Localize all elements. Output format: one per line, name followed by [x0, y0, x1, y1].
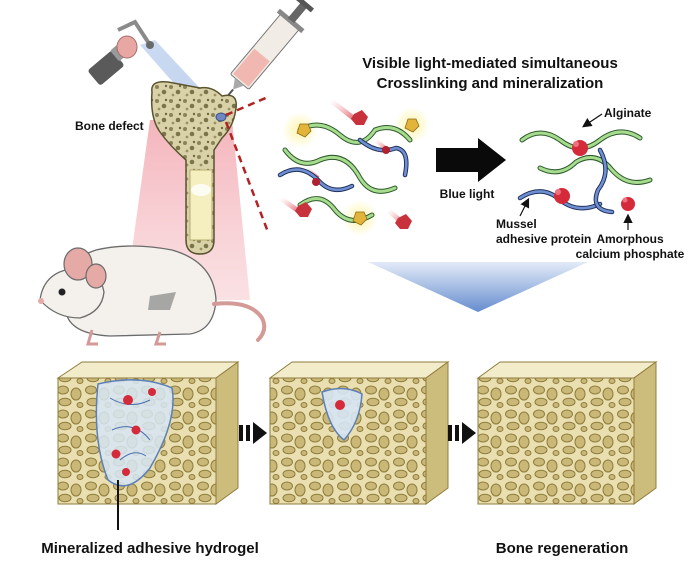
light-device: [88, 19, 154, 85]
bone-defect-spot: [215, 112, 227, 122]
blue-light-arrow: [436, 138, 506, 182]
acp-particle: [572, 140, 588, 156]
alginate-pointer: [582, 113, 603, 128]
bone-block-healing: [268, 361, 450, 505]
zoom-line-top: [225, 95, 269, 117]
mussel-pointer: [519, 197, 530, 217]
mineralized-hydrogel-label: Mineralized adhesive hydrogel: [41, 540, 259, 557]
process-cone: [368, 262, 588, 312]
hydrogel-region-small: [321, 387, 363, 442]
bone-defect-label: Bone defect: [75, 119, 144, 133]
bone-block-hydrogel: [56, 361, 240, 505]
bone-regeneration-label: Bone regeneration: [496, 540, 629, 557]
step-arrow-2: [448, 422, 476, 444]
acp-particle: [554, 188, 570, 204]
title-line-2: Crosslinking and mineralization: [377, 75, 604, 92]
bone-block-regenerated: [476, 361, 658, 505]
acp-particle: [621, 197, 635, 211]
acp-label-2: calcium phosphate: [576, 247, 685, 261]
title-line-1: Visible light-mediated simultaneous: [362, 55, 618, 72]
mussel-label-2: adhesive protein: [496, 232, 591, 246]
precursor-network: [277, 98, 430, 236]
alginate-label: Alginate: [604, 106, 652, 120]
crosslinked-network: [517, 129, 653, 215]
mussel-label-1: Mussel: [496, 217, 537, 231]
mouse: [38, 245, 267, 346]
femur-bone: [150, 80, 237, 255]
zoom-line-bottom: [224, 121, 270, 233]
acp-label-1: Amorphous: [596, 232, 664, 246]
blue-light-label: Blue light: [440, 187, 495, 201]
step-arrow-1: [239, 422, 267, 444]
